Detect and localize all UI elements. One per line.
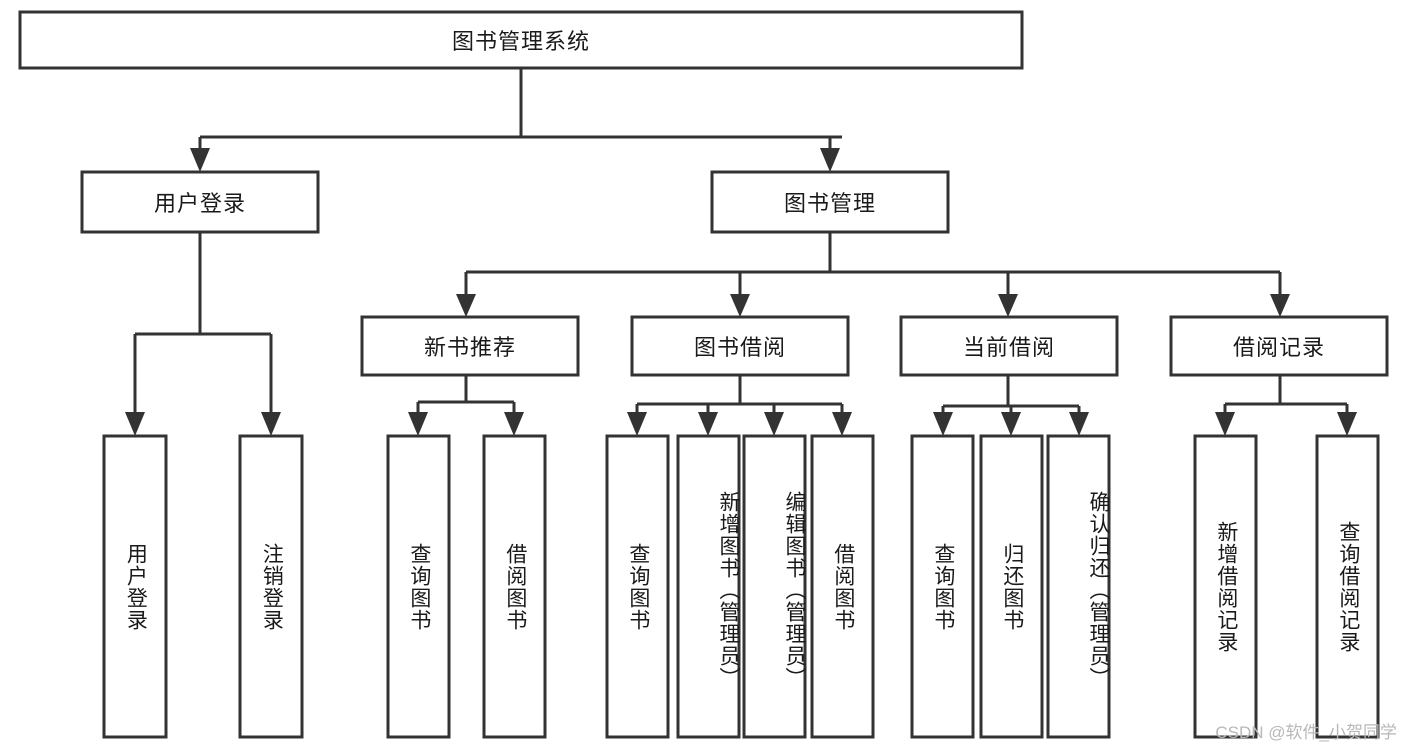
node-box-leaf-logout[interactable] [238, 434, 304, 739]
connector-root-to-level1 [190, 68, 842, 172]
arrow-head-leaf-confirm-return [1069, 412, 1089, 436]
arrow-head-leaf-query-book-current [933, 412, 953, 436]
node-box-leaf-query-borrow-record[interactable] [1315, 434, 1380, 739]
arrow-head-leaf-add-book [698, 412, 718, 436]
arrow-head-leaf-query-borrow-record [1337, 412, 1357, 436]
arrow-head-book-management [820, 148, 840, 172]
node-box-user-login[interactable] [80, 170, 320, 234]
arrow-head-leaf-add-borrow-record [1215, 412, 1235, 436]
node-box-leaf-borrow-book-recommend[interactable] [482, 434, 547, 739]
node-box-leaf-query-book-recommend[interactable] [386, 434, 451, 739]
node-box-book-management[interactable] [710, 170, 950, 234]
node-box-leaf-borrow-book[interactable] [810, 434, 875, 739]
node-box-book-borrow[interactable] [630, 315, 850, 377]
arrow-head-leaf-query-book-borrow [627, 412, 647, 436]
connector-book-borrow-to-leaves [627, 375, 852, 436]
arrow-head-user-login [190, 148, 210, 172]
arrow-head-leaf-edit-book [764, 412, 784, 436]
node-box-leaf-return-book[interactable] [979, 434, 1044, 739]
node-box-root[interactable] [18, 10, 1024, 70]
arrow-head-leaf-return-book [1001, 412, 1021, 436]
arrow-head-new-book-recommend [456, 294, 476, 317]
node-box-leaf-query-book-borrow[interactable] [605, 434, 670, 739]
connector-user-login-to-leaves [125, 232, 281, 436]
arrow-head-leaf-logout [261, 412, 281, 436]
connector-borrow-record-to-leaves [1215, 375, 1357, 436]
node-box-leaf-edit-book[interactable] [742, 434, 807, 739]
arrow-head-book-borrow [730, 294, 750, 317]
node-box-leaf-add-borrow-record[interactable] [1193, 434, 1258, 739]
connector-book-management-to-level2 [456, 232, 1290, 317]
node-box-leaf-user-login[interactable] [102, 434, 168, 739]
node-box-borrow-record[interactable] [1169, 315, 1389, 377]
node-box-leaf-add-book[interactable] [676, 434, 741, 739]
node-box-new-book-recommend[interactable] [360, 315, 580, 377]
arrow-head-borrow-record [1270, 294, 1290, 317]
arrow-head-leaf-query-book-recommend [408, 412, 428, 436]
connector-new-book-recommend-to-leaves [408, 375, 524, 436]
node-box-leaf-query-book-current[interactable] [910, 434, 975, 739]
arrow-head-leaf-user-login [125, 412, 145, 436]
connector-current-borrow-to-leaves [933, 375, 1089, 436]
arrow-head-current-borrow [998, 294, 1018, 317]
arrow-head-leaf-borrow-book [832, 412, 852, 436]
node-box-current-borrow[interactable] [899, 315, 1119, 377]
node-box-leaf-confirm-return[interactable] [1046, 434, 1111, 739]
arrow-head-leaf-borrow-book-recommend [504, 412, 524, 436]
